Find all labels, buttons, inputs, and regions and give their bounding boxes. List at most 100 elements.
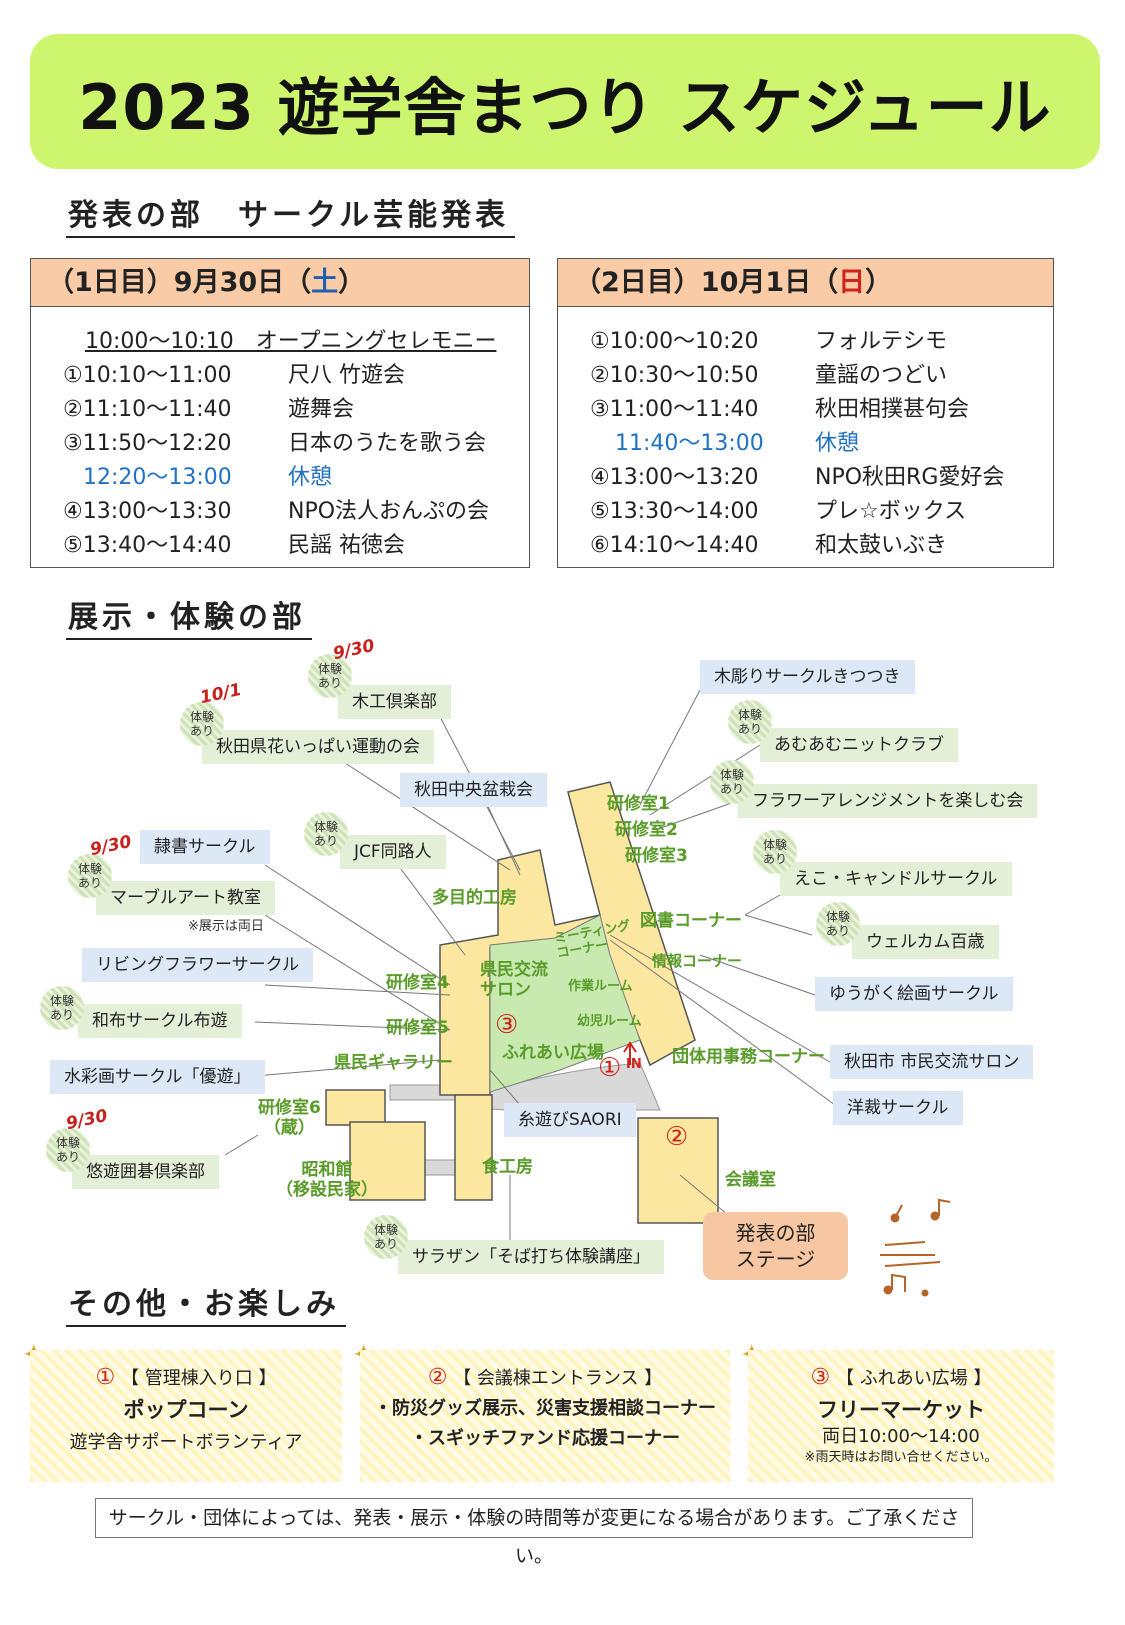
day1-header: （1日目）9月30日（土）: [31, 259, 529, 307]
title-banner: 2023 遊学舎まつり スケジュール: [30, 34, 1100, 169]
schedule-name: 休憩: [815, 431, 860, 456]
page-title: 2023 遊学舎まつり スケジュール: [78, 70, 1052, 144]
conference-building: [637, 1117, 719, 1224]
schedule-time: 11:40～13:00: [615, 431, 764, 456]
schedule-name: 童謡のつどい: [815, 363, 948, 388]
room-sagyo: 作業ルーム: [568, 979, 633, 994]
room-kenshu4: 研修室4: [386, 973, 449, 993]
showa-building: [349, 1121, 426, 1201]
section-heading-others: その他・お楽しみ: [66, 1285, 346, 1327]
day1-opening: 10:00～10:10 オープニングセレモニー: [85, 329, 497, 354]
schedule-time: ①10:00～10:20: [590, 329, 759, 354]
room-dantai: 団体用事務コーナー: [672, 1047, 825, 1067]
label-saori: 糸遊びSAORI: [504, 1103, 636, 1137]
music-notes-decoration: [880, 1198, 951, 1297]
room-kenshu2: 研修室2: [615, 820, 678, 840]
experience-badge: 体験 あり: [364, 1215, 408, 1259]
schedule-name: 秋田相撲甚句会: [815, 397, 970, 422]
schedule-time: ⑥14:10～14:40: [590, 533, 759, 558]
entrance-in-label: IN: [626, 1057, 642, 1072]
day2-header: （2日目）10月1日（日）: [558, 259, 1053, 307]
label-mokko: 木工倶楽部: [338, 685, 451, 719]
room-kaigi: 会議室: [725, 1170, 776, 1190]
schedule-name: 民謡 祐徳会: [288, 533, 405, 558]
room-yoji: 幼児ルーム: [577, 1014, 642, 1029]
schedule-name: 尺八 竹遊会: [288, 363, 405, 388]
label-igo: 悠遊囲碁倶楽部: [72, 1155, 219, 1189]
kura-building: [325, 1089, 386, 1126]
stage-label: 発表の部 ステージ: [703, 1212, 848, 1280]
schedule-time: 12:20～13:00: [83, 465, 232, 490]
schedule-row: ④13:00～13:30 NPO法人おんぷの会: [31, 495, 529, 529]
schedule-name: NPO秋田RG愛好会: [815, 465, 1005, 490]
experience-badge: 体験 あり: [304, 812, 348, 856]
schedule-name: NPO法人おんぷの会: [288, 499, 490, 524]
marker-1: ①: [598, 1053, 622, 1083]
room-kenshu6: 研修室6 （蔵）: [258, 1098, 321, 1138]
schedule-name: 遊舞会: [288, 397, 355, 422]
label-flower: フラワーアレンジメントを楽しむ会: [738, 784, 1038, 818]
marker-2: ②: [665, 1122, 689, 1152]
room-gallery: 県民ギャラリー: [334, 1053, 453, 1073]
experience-badge: 体験 あり: [308, 654, 352, 698]
label-living: リビングフラワーサークル: [82, 948, 314, 982]
section-heading-performance: 発表の部 サークル芸能発表: [66, 196, 516, 238]
schedule-name: 日本のうたを歌う会: [288, 431, 487, 456]
room-tosho: 図書コーナー: [640, 911, 742, 931]
label-hana: 秋田県花いっぱい運動の会: [202, 730, 434, 764]
schedule-row: ④13:00～13:20 NPO秋田RG愛好会: [558, 461, 1053, 495]
label-jcf: JCF同路人: [340, 835, 446, 869]
marble-note: ※展示は両日: [188, 919, 264, 934]
marker-3: ③: [495, 1010, 519, 1040]
room-showa: 昭和館 （移設民家）: [276, 1160, 378, 1200]
label-welcome: ウェルカム百歳: [852, 925, 999, 959]
experience-badge: 体験 あり: [753, 830, 797, 874]
label-bonsai: 秋田中央盆栽会: [400, 773, 547, 807]
schedule-time: ④13:00～13:30: [63, 499, 232, 524]
schedule-time: ⑤13:30～14:00: [590, 499, 759, 524]
room-kenshu3: 研修室3: [625, 846, 688, 866]
room-kenshu1: 研修室1: [607, 794, 670, 814]
experience-badge: 体験 あり: [40, 986, 84, 1030]
schedule-time: ④13:00～13:20: [590, 465, 759, 490]
label-amu: あむあむニットクラブ: [760, 728, 958, 762]
experience-badge: 体験 あり: [180, 702, 224, 746]
room-kenshu5: 研修室5: [386, 1018, 449, 1038]
label-yugaku: ゆうがく絵画サークル: [815, 977, 1013, 1011]
schedule-row: ⑤13:30～14:00 プレ☆ボックス: [558, 495, 1053, 529]
label-eco: えこ・キャンドルサークル: [780, 862, 1012, 896]
footer-note: サークル・団体によっては、発表・展示・体験の時間等が変更になる場合があります。ご…: [95, 1498, 973, 1567]
schedule-row: ⑥14:10～14:40 和太鼓いぶき: [558, 529, 1053, 563]
experience-badge: 体験 あり: [46, 1128, 90, 1172]
label-reisho: 隷書サークル: [140, 830, 270, 864]
section-heading-exhibition: 展示・体験の部: [66, 598, 312, 640]
room-joho: 情報コーナー: [652, 952, 743, 970]
label-yosai: 洋裁サークル: [833, 1091, 963, 1125]
room-salon: 県民交流 サロン: [480, 960, 548, 1000]
experience-badge: 体験 あり: [710, 760, 754, 804]
banner-flea: ③ 【 ふれあい広場 】 フリーマーケット 両日10:00～14:00 ※雨天時…: [748, 1350, 1054, 1482]
experience-badge: 体験 あり: [68, 854, 112, 898]
banner-bosai: ② 【 会議棟エントランス 】 ・防災グッズ展示、災害支援相談コーナー ・スギッ…: [360, 1350, 730, 1482]
label-shimin: 秋田市 市民交流サロン: [830, 1045, 1034, 1079]
room-shoku: 食工房: [482, 1157, 533, 1177]
schedule-row: 11:40～13:00 休憩: [558, 427, 1053, 461]
label-sarazan: サラザン「そば打ち体験講座」: [398, 1240, 664, 1274]
schedule-time: ②10:30～10:50: [590, 363, 759, 388]
schedule-name: 和太鼓いぶき: [815, 533, 948, 558]
room-tamokuteki: 多目的工房: [432, 888, 517, 908]
entrance-arrow-icon: [623, 1041, 637, 1065]
experience-badge: 体験 あり: [816, 902, 860, 946]
schedule-name: プレ☆ボックス: [815, 499, 967, 524]
